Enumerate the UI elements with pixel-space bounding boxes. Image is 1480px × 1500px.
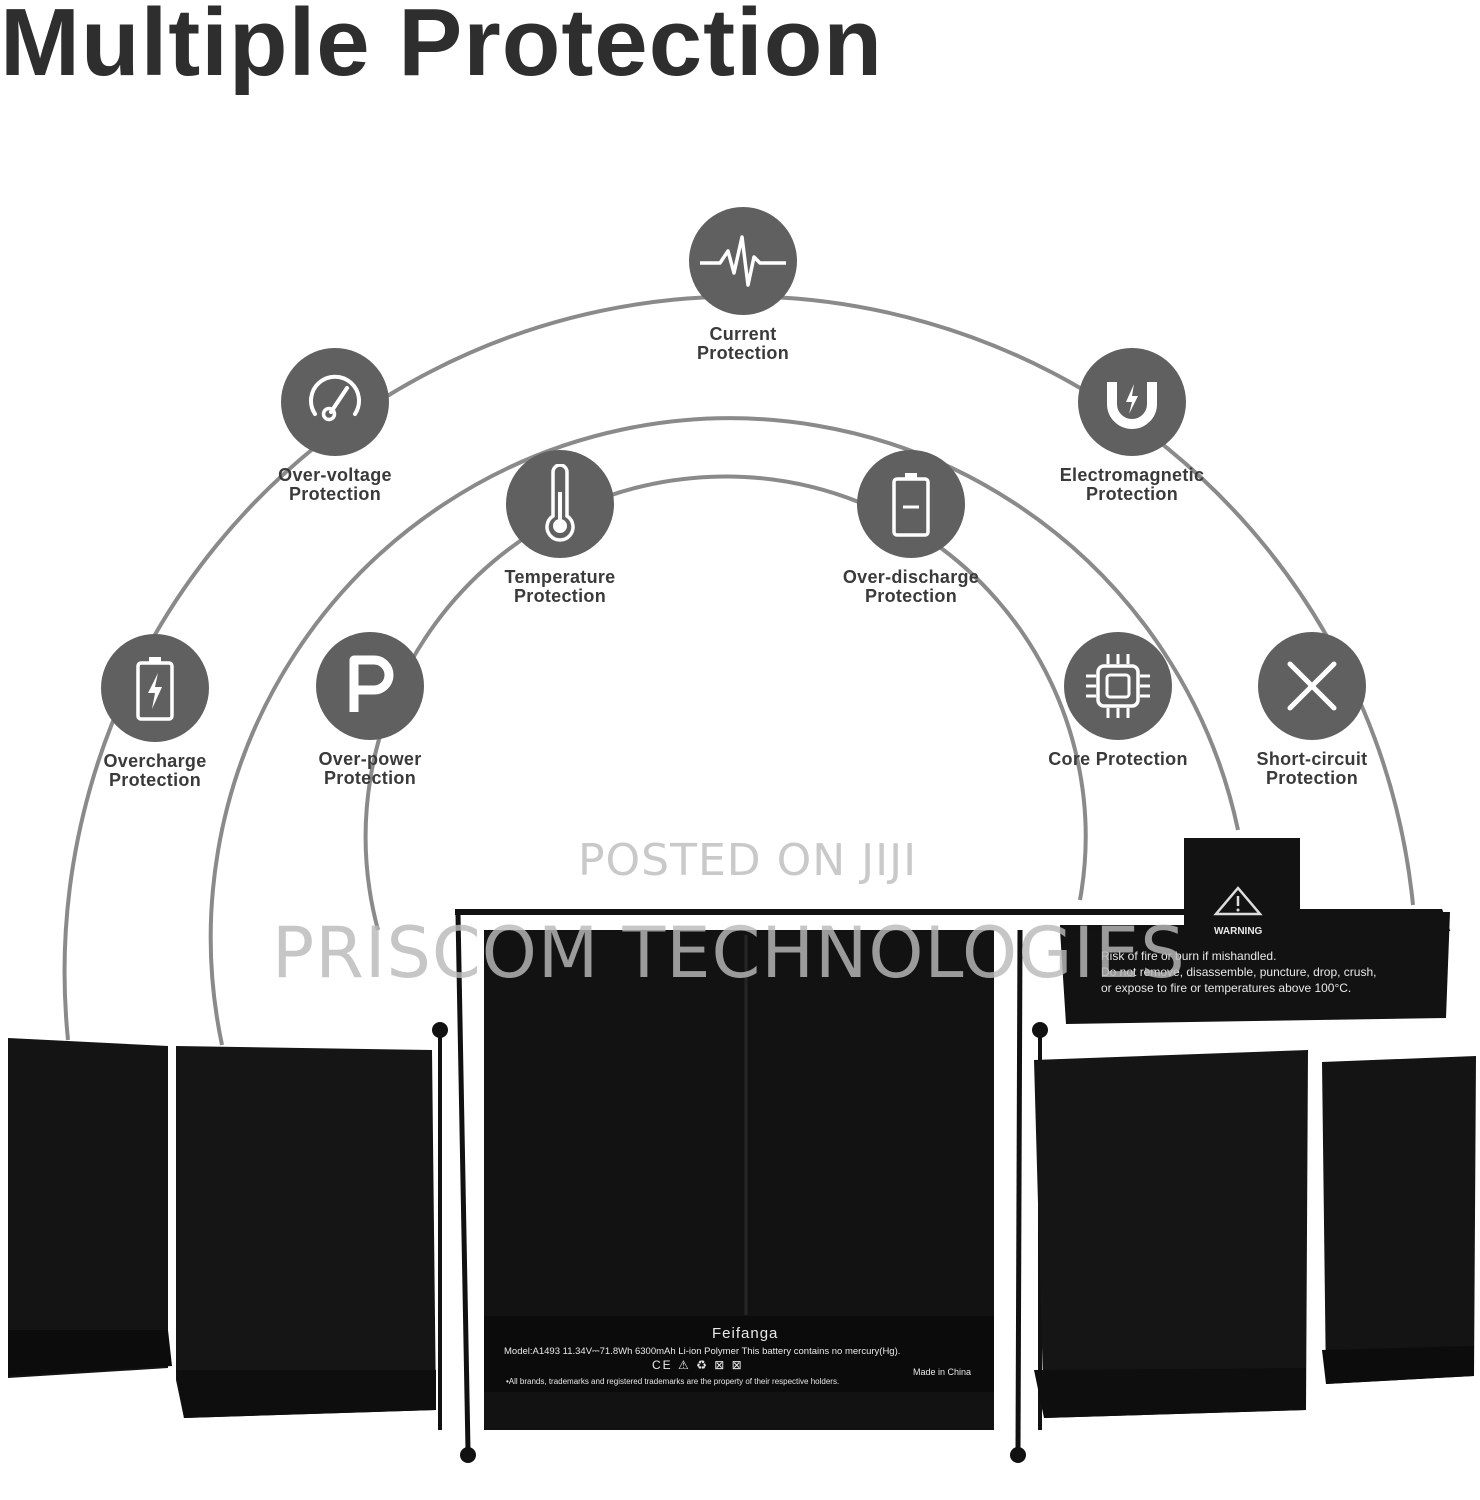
battery-brand: Feifanga: [712, 1325, 779, 1342]
feature-electromagnetic: Electromagnetic Protection: [1042, 348, 1222, 504]
charging-battery-icon: [136, 657, 174, 721]
feature-overcharge: Overcharge Protection: [82, 634, 228, 790]
watermark-company: PRISCOM TECHNOLOGIES: [272, 912, 1186, 994]
feature-core: Core Protection: [1028, 632, 1208, 769]
feature-short-circuit: Short-circuit Protection: [1236, 632, 1388, 788]
thermometer-icon: [545, 464, 575, 542]
warning-text-line: Do not remove, disassemble, puncture, dr…: [1101, 965, 1377, 979]
feature-over-power: Over-power Protection: [286, 632, 454, 788]
page-title: Multiple Protection: [0, 0, 883, 96]
certification-marks-icon: CE ⚠ ♻ ⊠ ⊠: [652, 1358, 744, 1372]
feature-temperature: Temperature Protection: [475, 450, 645, 606]
watermark-posted: POSTED ON JIJI: [578, 835, 918, 886]
battery-model-text: Model:A1493 11.34V⎓71.8Wh 6300mAh Li-ion…: [504, 1346, 901, 1357]
made-in-text: Made in China: [913, 1367, 972, 1377]
chip-icon: [1086, 654, 1150, 718]
feature-over-voltage: Over-voltage Protection: [254, 348, 416, 504]
magnet-icon: [1107, 382, 1157, 429]
feature-current: Current Protection: [668, 207, 818, 363]
pulse-icon: [700, 235, 786, 287]
low-battery-icon: [892, 473, 930, 537]
warning-title: WARNING: [1214, 926, 1263, 937]
trademark-text: •All brands, trademarks and registered t…: [506, 1377, 840, 1386]
gauge-icon: [309, 374, 361, 422]
x-icon: [1287, 661, 1337, 711]
warning-triangle-icon: [1213, 886, 1263, 916]
warning-text-line: or expose to fire or temperatures above …: [1101, 981, 1352, 995]
p-letter-icon: [349, 655, 394, 712]
warning-text-line: Risk of fire or burn if mishandled.: [1101, 949, 1277, 963]
feature-over-discharge: Over-discharge Protection: [821, 450, 1001, 606]
